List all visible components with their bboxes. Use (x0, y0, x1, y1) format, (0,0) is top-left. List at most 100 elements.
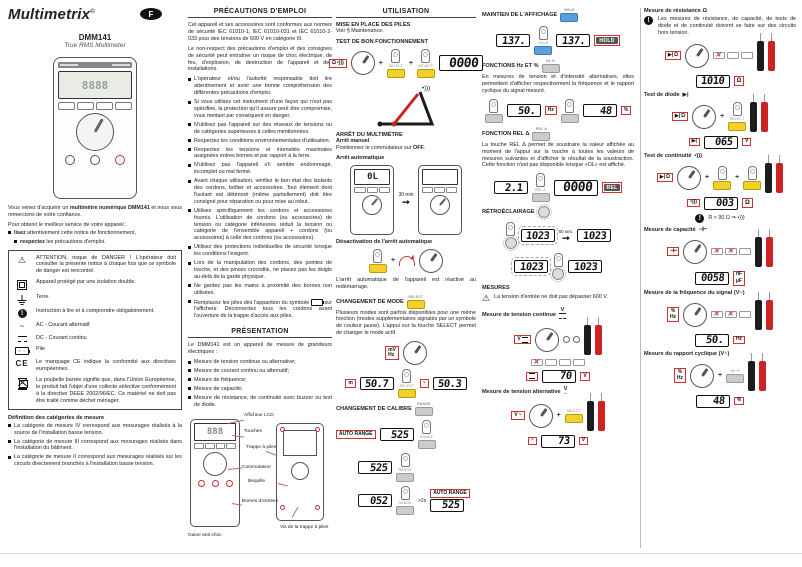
voltage-warning: ⚠ La tension d'entrée ne doit pas dépass… (482, 293, 608, 304)
precaution-item: Lors de la manipulation des cordons, des… (188, 260, 332, 281)
capacity-title: Mesure de capacité⊣⊢ (644, 226, 708, 233)
diode-position-callout: ▶|Ω (671, 112, 689, 121)
ohm-position-callout: ▶|Ω (664, 51, 682, 60)
calibre-step3: 052 RANGE >2s AUTO RANGE 525 (358, 486, 476, 516)
range-button: RANGE (396, 453, 414, 483)
rotary-dial-icon (534, 327, 559, 352)
rotary-dial-icon (685, 43, 710, 68)
resistance-title: Mesure de résistance Ω (644, 8, 707, 14)
categories-title: Définition des catégories de mesure (8, 414, 105, 421)
ac-voltage-title: Mesure de tension alternative V~ (482, 385, 568, 397)
precaution-item: Respectez les tensions et intensités max… (188, 147, 332, 161)
dc-voltage-figure: V (482, 316, 634, 355)
range-button: RANGE (414, 402, 433, 417)
hold-button: HOLD (534, 26, 553, 55)
rotary-dial-icon (677, 165, 702, 190)
calibre-step1: AUTO RANGE 525 RANGE (336, 420, 476, 450)
language-badge: F (140, 8, 162, 20)
continuity-note: ! R < 90 Ω ⇒ •))) (644, 213, 796, 223)
earth-ground-icon (14, 295, 30, 306)
symbol-row: CE Le marquage CE indique la conformité … (15, 359, 176, 373)
intro-paragraph: Vous venez d'acquérir un multimètre numé… (8, 205, 182, 218)
piles-text: Voir § Maintenance. (336, 28, 384, 34)
hz-percent-button: Hz % (726, 369, 745, 383)
v-dc-symbol: V (558, 308, 566, 321)
meter-brand-bar (58, 62, 132, 68)
volt-unit-callout: V (741, 137, 752, 147)
dc-voltage-result: 70 V (482, 369, 634, 383)
rel-button: REL Δ (532, 127, 551, 141)
mode-title-row: CHANGEMENT DE MODE SELECT (336, 295, 476, 309)
diode-result: ▶| 065 V (644, 135, 796, 149)
meter-terminals (58, 155, 132, 165)
diode-figure: ▶|Ω + SELECT (644, 93, 796, 132)
resistance-result: 1010 Ω (644, 74, 796, 88)
range-button: RANGE (417, 420, 436, 450)
auto-off-figure: 0L 30 min ➞ (336, 164, 476, 235)
v-dc-position-callout: V (514, 335, 531, 345)
lcd-display: 50. (506, 104, 541, 118)
hz-unit-callout: Hz (544, 106, 557, 115)
test-probes (765, 154, 784, 193)
meter-on-illustration: 0L (350, 164, 395, 235)
finger-press-icon (402, 369, 412, 384)
section-title-precautions: PRÉCAUTIONS D'EMPLOI (188, 8, 332, 18)
hz-position-callout: %Hz (673, 368, 687, 384)
lcd-display: 48 (582, 104, 617, 118)
disabled-buttons-row (711, 310, 752, 319)
weee-bin-icon (14, 378, 30, 391)
lcd-display: 137. (556, 34, 591, 47)
red-probe (759, 352, 767, 391)
duty-figure: %Hz + Hz % (644, 352, 796, 391)
backlight-lamp-icon (535, 203, 553, 221)
hz-position-callout: %Hz (666, 307, 680, 323)
symbol-row: Terre. (14, 294, 176, 306)
select-button: SELECT (406, 295, 425, 309)
category-item: La catégorie de mesure III correspond au… (8, 439, 182, 453)
red-probe (761, 93, 769, 132)
finger-press-icon (400, 453, 410, 468)
rel-button: REL Δ (531, 173, 550, 203)
deactivation-title: Désactivation de l'arrêt automatique (336, 238, 433, 245)
column-fonctions: MAINTIEN DE L'AFFICHAGE HOLD 137. HOLD 1… (482, 6, 634, 452)
frequency-result: 50. Hz (644, 333, 796, 347)
brand-logo: Multimetrix© (8, 6, 95, 23)
precaution-item: L'opérateur et/ou l'autorité responsable… (188, 76, 332, 97)
safety-symbols-table: ⚠ ATTENTION, risque de DANGER ! L'opérat… (8, 249, 182, 410)
black-probe (755, 291, 763, 330)
dc-voltage-buttons (482, 358, 634, 366)
precaution-item: Avant chaque utilisation, vérifiez le bo… (188, 178, 332, 206)
subsection-piles: MISE EN PLACE DES PILES (336, 22, 411, 28)
lcd-display: 1010 (695, 74, 730, 88)
rotary-dial-icon (692, 104, 717, 129)
symbol-row: ! Instruction à lire et à comprendre obl… (14, 308, 176, 319)
precaution-item: Si vous utilisez cet instrument d'une fa… (188, 99, 332, 120)
mandatory-instruction-icon: ! (14, 309, 30, 319)
rotary-dial-icon (402, 341, 427, 366)
rotary-dial-icon (350, 51, 375, 76)
lcd-display: 50.7 (359, 377, 394, 391)
lcd-display: 1023 (568, 260, 602, 274)
rel-text: La touche REL Δ permet de soustraire la … (482, 141, 634, 169)
presentation-item: Mesure de courant continu ou alternatif; (188, 368, 332, 375)
callout-touches: Touches (244, 428, 262, 434)
red-probe (766, 228, 774, 267)
lcd-display: 0000 (438, 55, 483, 72)
arrow-right-icon: ➞ (402, 197, 410, 208)
multimeter-illustration: 8888 (53, 57, 137, 199)
test-probes (757, 32, 776, 71)
finger-press-icon (489, 98, 499, 113)
service-item: lisez attentivement cette notice de fonc… (8, 230, 182, 237)
rotary-dial-icon (683, 302, 708, 327)
lcd-display-backlit: 1023 (511, 257, 551, 277)
capacitor-icon: ⊣⊢ (698, 226, 708, 233)
lcd-display: 1023 (577, 229, 612, 243)
hold-button: HOLD (560, 8, 579, 22)
continuity-title: Test de continuité•))) (644, 152, 702, 159)
backlight-lamp-icon (502, 234, 520, 252)
buzzer-indicator-callout: •))) (687, 198, 700, 208)
red-probe (776, 154, 784, 193)
column-utilisation: UTILISATION MISE EN PLACE DES PILES Voir… (329, 6, 483, 519)
service-intro: Pour obtenir le meilleur service de votr… (8, 221, 127, 228)
